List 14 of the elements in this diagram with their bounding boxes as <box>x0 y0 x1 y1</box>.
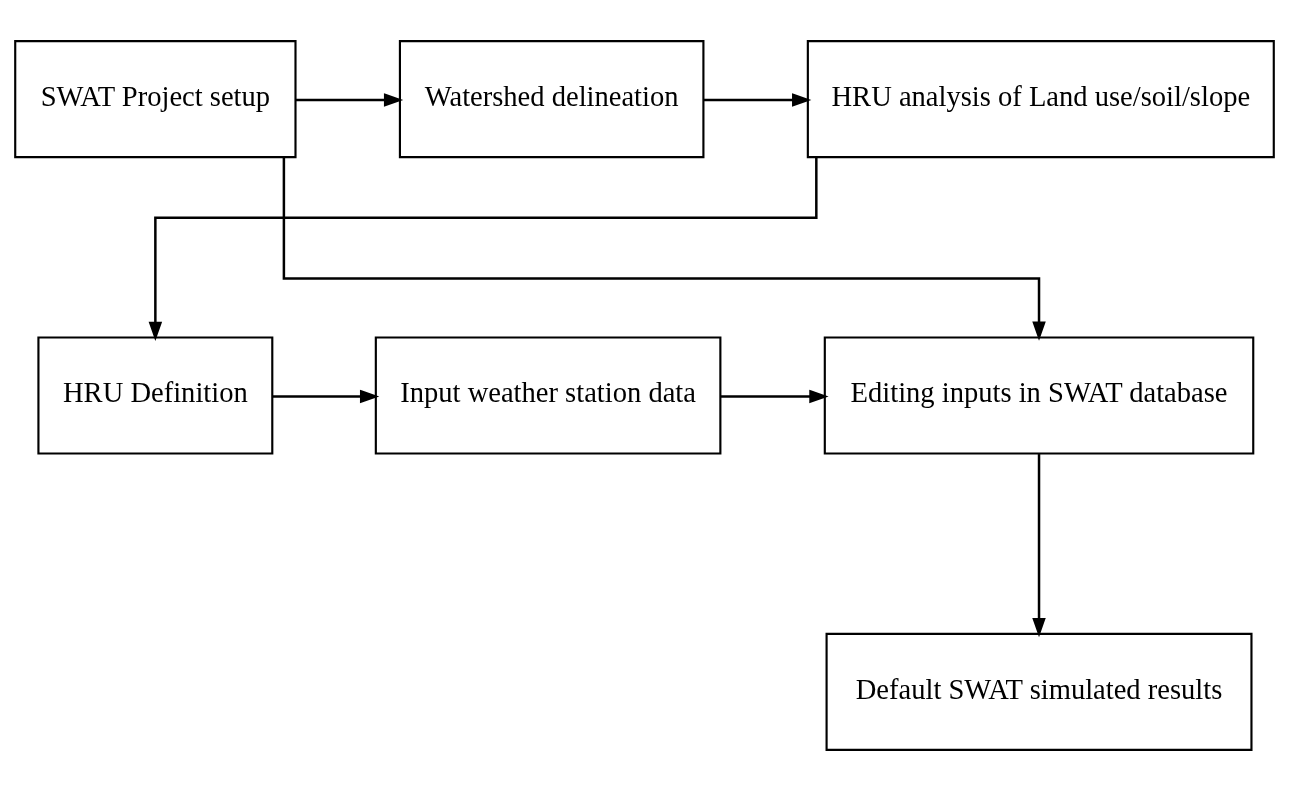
arrow <box>295 92 404 107</box>
node-box: Input weather station data <box>374 335 722 455</box>
node-box: Default SWAT simulated results <box>825 632 1253 751</box>
node-box: SWAT Project setup <box>14 39 297 158</box>
arrow <box>272 389 380 403</box>
arrow <box>720 389 829 403</box>
arrow <box>703 92 812 107</box>
arrow <box>1032 453 1046 637</box>
node-box: HRU Definition <box>37 335 274 455</box>
node-box: Editing inputs in SWAT database <box>823 335 1255 455</box>
node-box: HRU analysis of Land use/soil/slope <box>806 39 1275 158</box>
arrow <box>148 157 818 341</box>
node-box: Watershed delineation <box>398 39 705 158</box>
arrow <box>282 156 1046 341</box>
